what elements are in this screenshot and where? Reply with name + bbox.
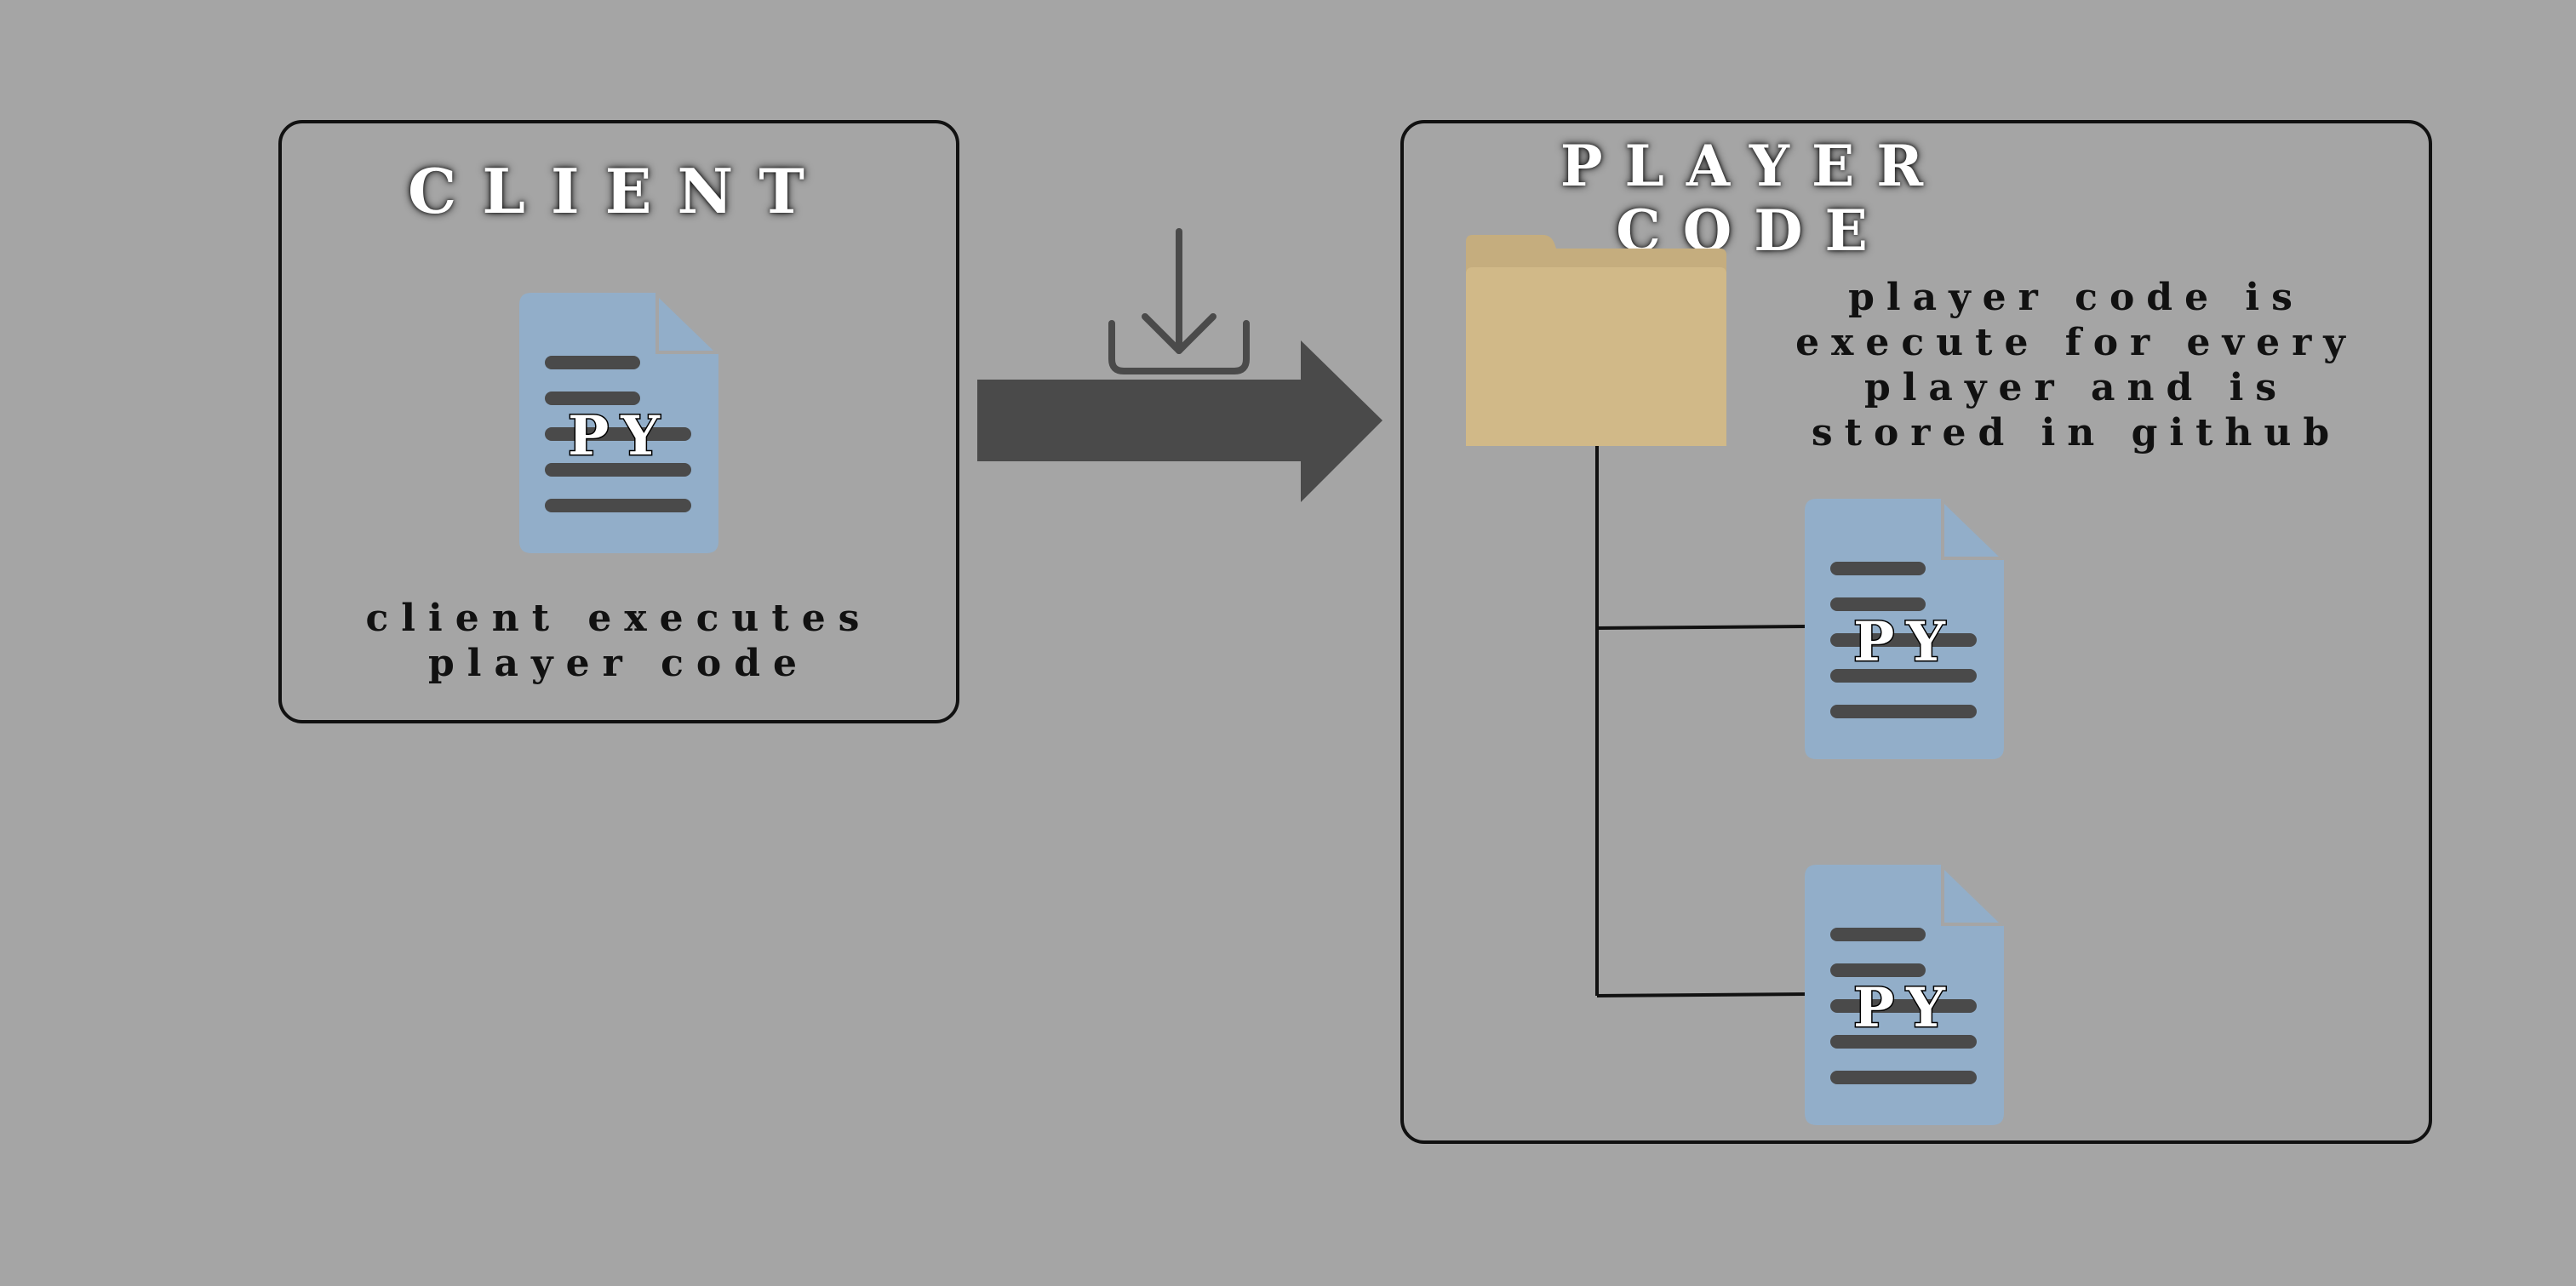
file-label: PY — [1853, 610, 1957, 674]
python-file-icon: PY — [1805, 499, 2004, 759]
file-label: PY — [568, 404, 672, 468]
player-code-caption: player code is execute for every player … — [1795, 276, 2357, 454]
python-file-icon: PY — [519, 293, 718, 553]
python-file-icon: PY — [1805, 865, 2004, 1125]
file-label: PY — [1853, 976, 1957, 1040]
player-code-panel: PLAYER CODE player code is execute for e… — [1400, 120, 2432, 1144]
folder-icon — [1466, 235, 1726, 446]
right-arrow — [977, 340, 1382, 502]
download-icon — [1108, 228, 1250, 374]
client-panel: CLIENT client executes player code — [278, 120, 959, 723]
client-title: CLIENT — [408, 155, 830, 227]
tree-connector — [1595, 446, 1807, 997]
client-caption: client executes player code — [365, 597, 873, 685]
